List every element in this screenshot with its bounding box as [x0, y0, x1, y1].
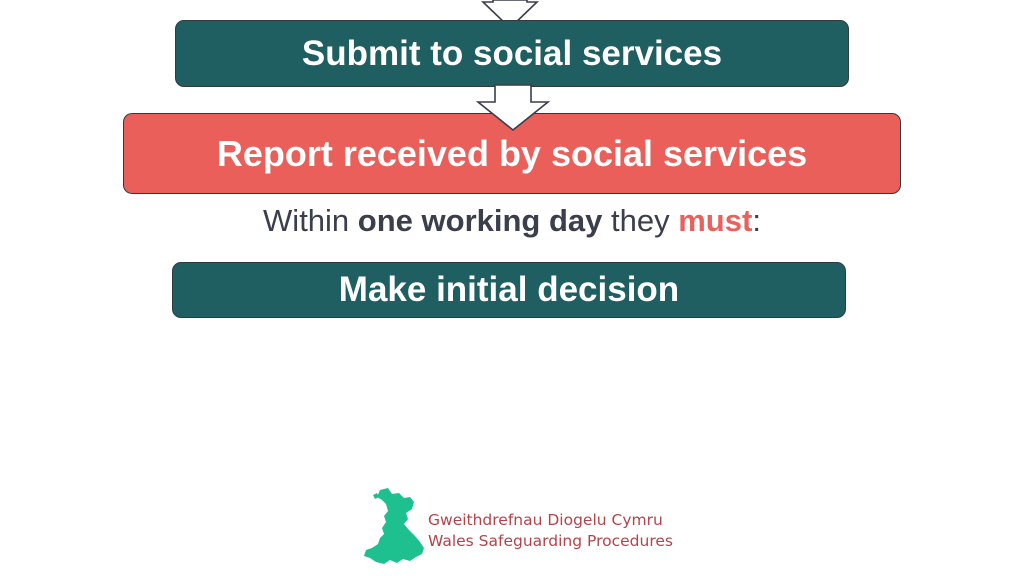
down-arrow-icon [475, 84, 551, 132]
logo-line-welsh: Gweithdrefnau Diogelu Cymru [428, 511, 663, 529]
note-suffix: : [752, 203, 761, 238]
timeframe-note: Within one working day they must: [0, 200, 1024, 242]
note-emphasis: one working day [357, 203, 603, 238]
note-middle: they [602, 203, 679, 238]
step-submit-label: Submit to social services [301, 33, 723, 73]
step-received-label: Report received by social services [216, 132, 808, 174]
step-decision-label: Make initial decision [338, 270, 680, 309]
step-decision-box: Make initial decision [172, 262, 846, 318]
wales-map-icon [364, 488, 424, 564]
logo-text: Gweithdrefnau Diogelu Cymru Wales Safegu… [428, 510, 673, 552]
note-prefix: Within [263, 203, 358, 238]
step-submit-box: Submit to social services [175, 20, 849, 87]
note-must: must [678, 203, 753, 238]
wales-safeguarding-logo: Gweithdrefnau Diogelu Cymru Wales Safegu… [362, 486, 682, 570]
down-arrow-icon [481, 0, 539, 30]
logo-line-english: Wales Safeguarding Procedures [428, 532, 673, 550]
